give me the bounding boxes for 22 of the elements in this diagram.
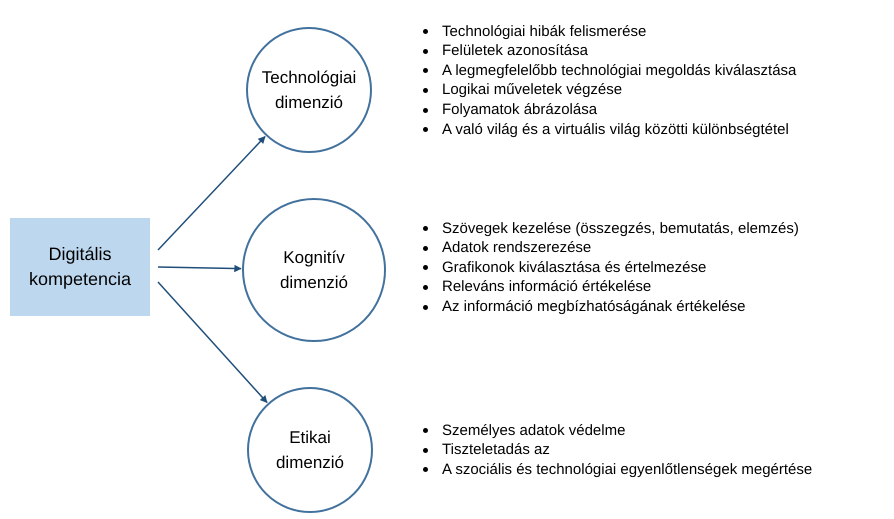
arrow (157, 136, 266, 251)
concept-box (10, 218, 150, 316)
list-item: Adatok rendszerezése (442, 238, 592, 258)
node-label: Digitális kompetencia (28, 243, 132, 291)
arrow (158, 264, 242, 272)
node-label: Etikai dimenzió (274, 427, 346, 474)
list-item: Felületek azonosítása (442, 41, 588, 62)
list-item: Grafikonok kiválasztása és értelmezése (442, 258, 706, 278)
list-item: Szövegek kezelése (összegzés, bemutatás, elemzés) (442, 218, 799, 239)
list-item: Az információ megbízhatóságának értékelése (442, 296, 746, 317)
list-item: A szociális és technológiai egyenlőtlenségek megértése (442, 460, 812, 480)
list-item: Logikai műveletek végzése (442, 80, 622, 100)
arrow (157, 282, 268, 404)
list-item: Folyamatok ábrázolása (442, 100, 598, 120)
node-label: Technológiai dimenzió (260, 67, 358, 114)
list-item: A legmegfelelőbb technológiai megoldás kiválasztása (442, 60, 796, 81)
list-item: Releváns információ értékelése (442, 277, 652, 298)
list-item: Személyes adatok védelme (442, 420, 626, 441)
node-label: Kognitív dimenzió (278, 247, 350, 294)
list-item: Technológiai hibák felismerése (442, 22, 646, 42)
list-item: A való világ és a virtuális világ közötti különbségtétel (442, 120, 789, 140)
list-item: Tiszteletadás az (442, 440, 550, 460)
